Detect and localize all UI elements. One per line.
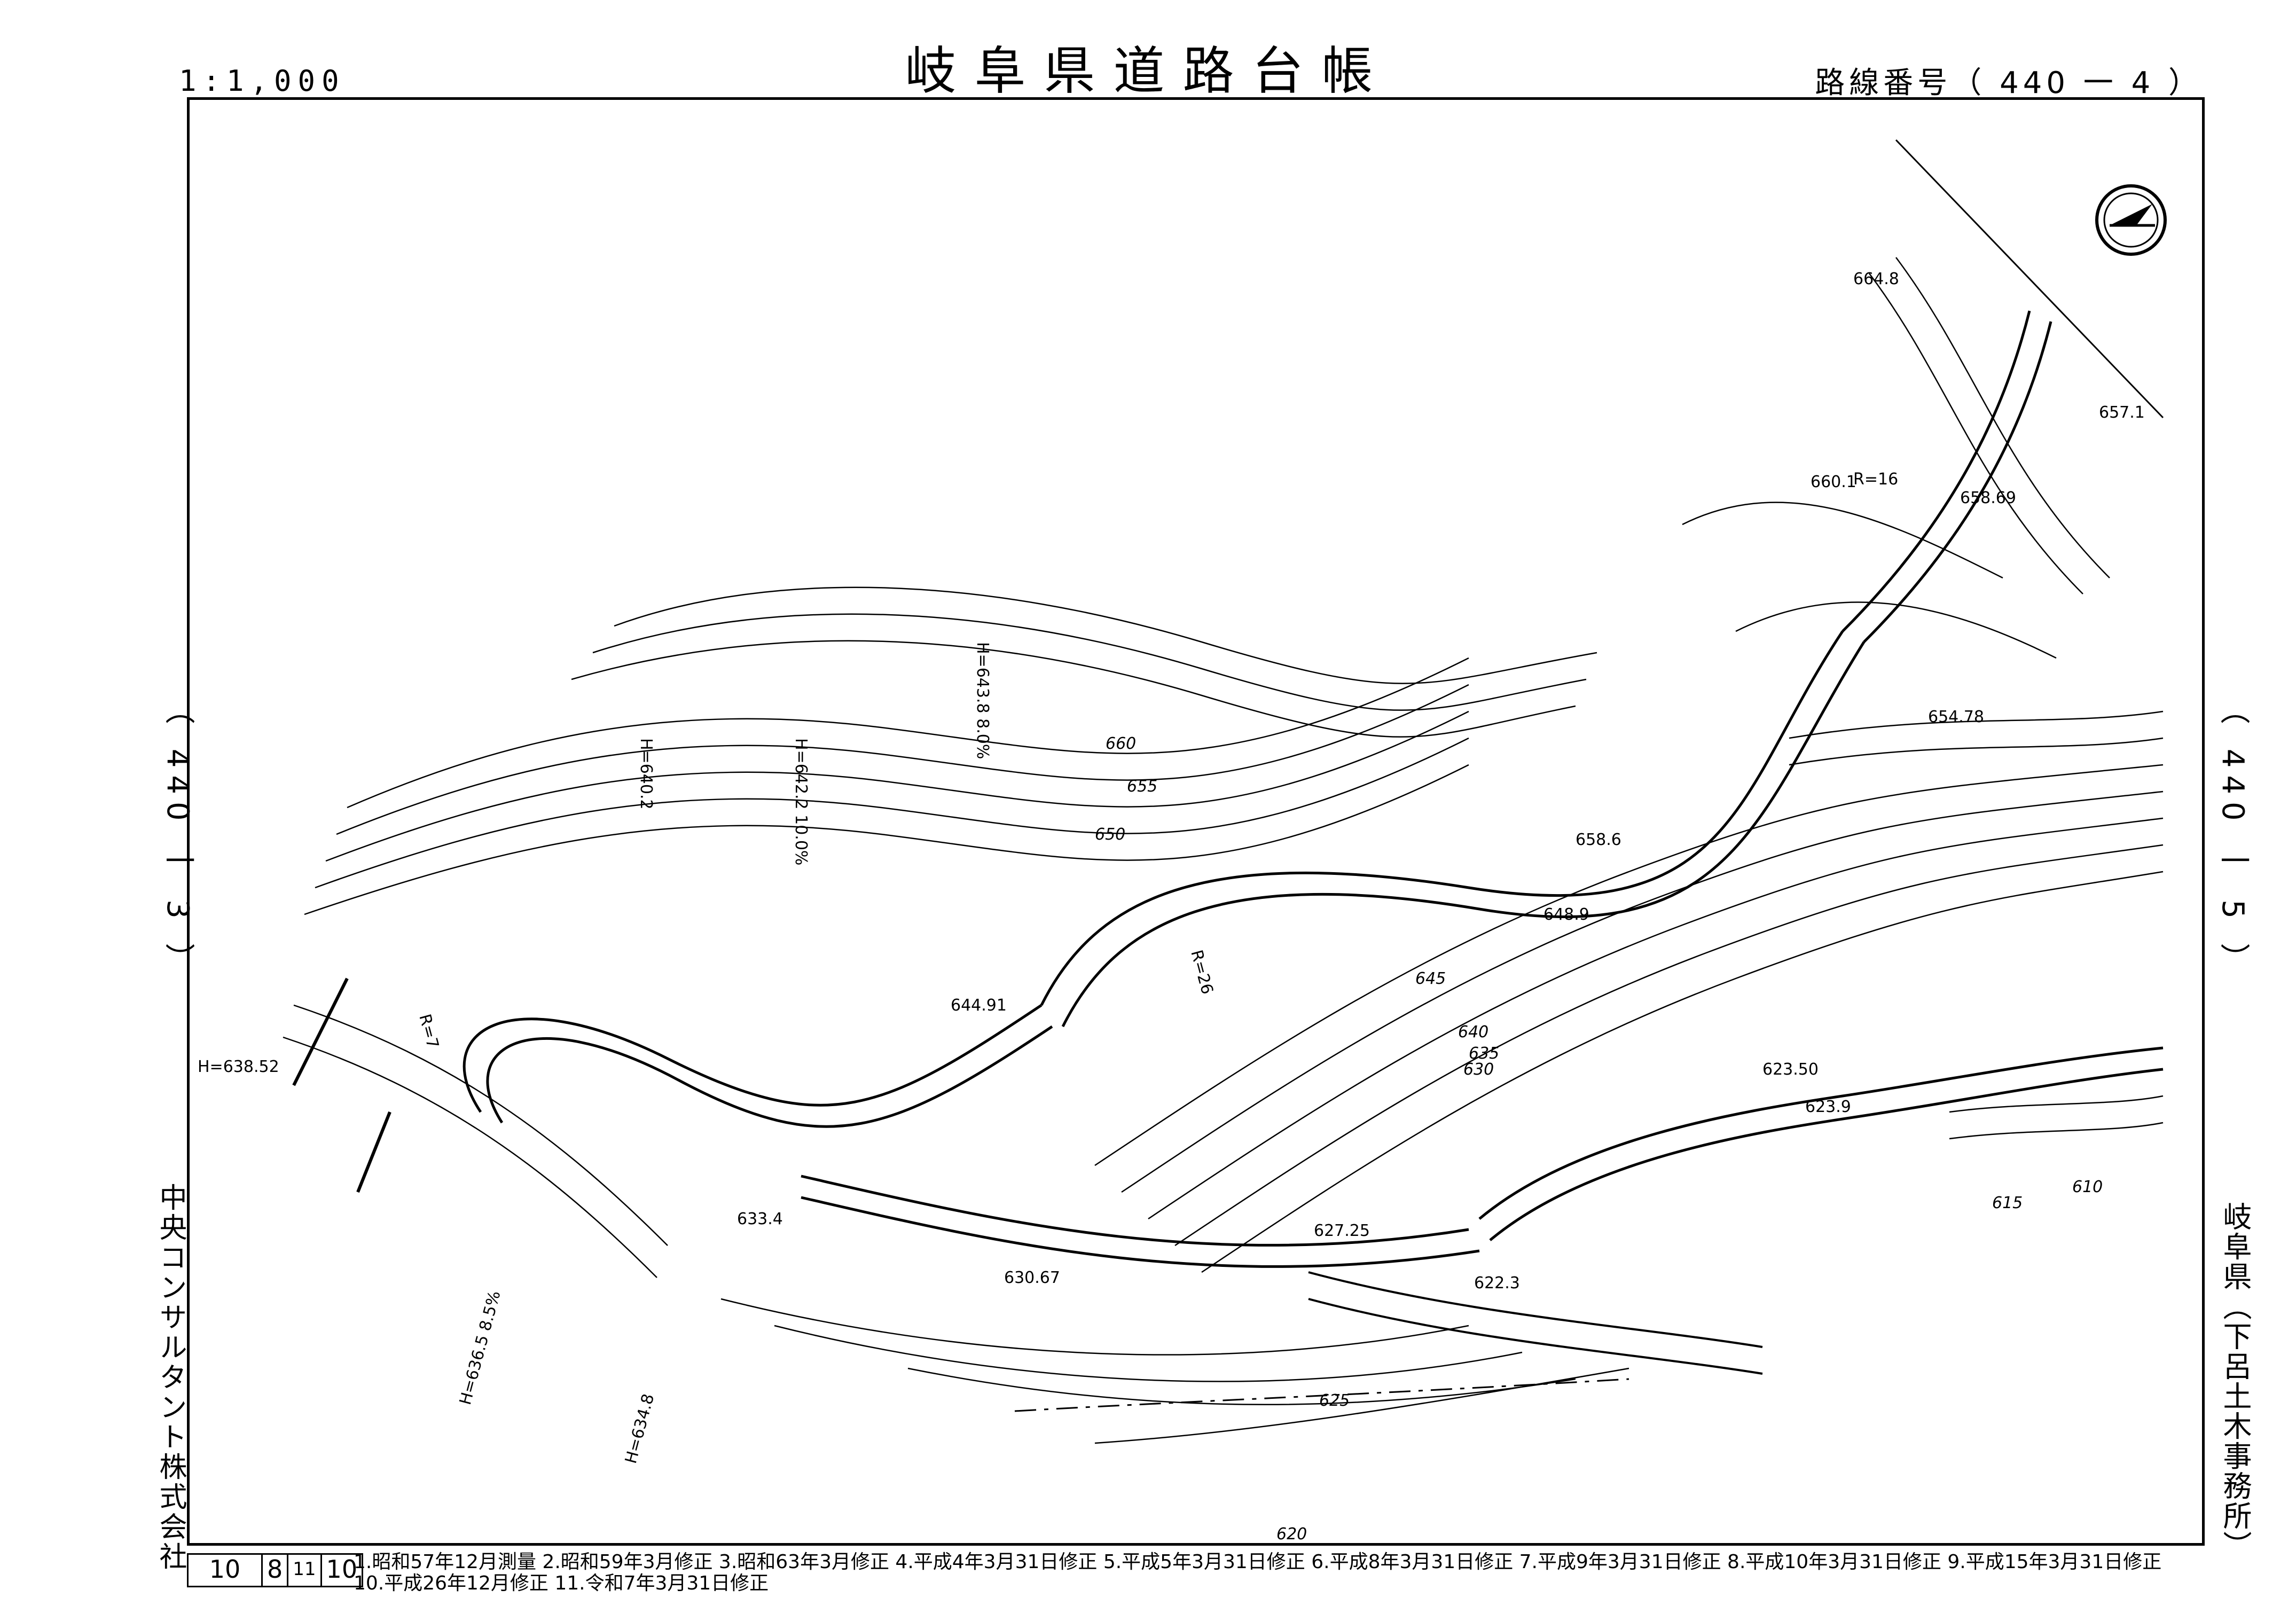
company-name: 中央コンサルタント株式会社 <box>154 1183 186 1572</box>
contour-label: 625 <box>1319 1391 1350 1410</box>
grade-label: H=634.8 <box>622 1392 658 1466</box>
spot-height: 660.1 <box>1811 473 1856 491</box>
h-label-left: H=638.52 <box>198 1058 279 1076</box>
spot-height: 648.9 <box>1543 905 1589 924</box>
grade-label: H=636.5 8.5% <box>456 1289 505 1407</box>
contour-label: 630 <box>1463 1060 1494 1079</box>
contour-label: 660 <box>1106 734 1136 753</box>
sheet-number: 10 <box>189 1555 263 1586</box>
curve-radius: R=26 <box>1187 948 1217 996</box>
spot-height: 658.6 <box>1576 831 1621 849</box>
contour-label: 615 <box>1992 1194 2023 1212</box>
revision-history: 1.昭和57年12月測量 2.昭和59年3月修正 3.昭和63年3月修正 4.平… <box>354 1551 2162 1594</box>
route-number: 路線番号（ 440 一 4 ） <box>1815 66 2203 100</box>
sheet-number-box: 10 8 11 10 <box>187 1553 364 1587</box>
fence-line <box>356 1111 391 1193</box>
grade-label: H=640.2 <box>637 738 655 810</box>
spot-height: 630.67 <box>1004 1268 1060 1287</box>
side-road[interactable] <box>1308 1271 1763 1348</box>
grade-label: H=642.2 10.0% <box>792 738 810 865</box>
contour-label: 645 <box>1415 969 1446 988</box>
curve-radius: R=16 <box>1853 470 1898 489</box>
contour-label: 610 <box>2072 1178 2103 1196</box>
grade-label: H=643.8 8.0% <box>973 642 992 759</box>
sheet-sub-number: 10 <box>326 1555 358 1584</box>
spot-height: 623.50 <box>1762 1060 1819 1079</box>
contour-label: 655 <box>1127 777 1157 796</box>
spot-height: 622.3 <box>1474 1274 1520 1293</box>
adjacent-sheet-right[interactable]: （ 440 一 5 ） <box>2215 694 2250 981</box>
sheet-sub-number: 8 <box>263 1555 289 1586</box>
office-name: 岐阜県（下呂土木事務所） <box>2218 1202 2252 1561</box>
contour-lines <box>283 257 2164 1444</box>
road-centerline[interactable] <box>463 310 2164 1268</box>
side-road[interactable] <box>1308 1298 1763 1375</box>
spot-height: 658.69 <box>1960 489 2016 507</box>
spot-height: 627.25 <box>1314 1221 1370 1240</box>
map-frame <box>187 97 2205 1546</box>
spot-height: 654.78 <box>1928 708 1984 726</box>
fence-line <box>292 977 349 1086</box>
spot-height: 633.4 <box>737 1210 783 1228</box>
spot-height: 664.8 <box>1853 270 1899 288</box>
dash-line <box>1014 1378 1629 1412</box>
map-scale: 1:1,000 <box>179 64 346 98</box>
contour-label: 620 <box>1276 1525 1307 1544</box>
contour-label: 635 <box>1469 1044 1499 1063</box>
curve-radius: R=7 <box>415 1012 442 1051</box>
contour-label: 640 <box>1458 1023 1488 1041</box>
boundary-line <box>1895 139 2164 419</box>
spot-height: 644.91 <box>951 996 1007 1015</box>
page-title: 岐阜県道路台帳 <box>905 41 1391 101</box>
contour-label: 650 <box>1095 825 1125 844</box>
spot-height: 657.1 <box>2099 403 2145 422</box>
north-arrow-icon <box>2095 184 2167 256</box>
sheet-sub-number: 11 <box>288 1555 322 1586</box>
spot-height: 623.9 <box>1805 1098 1851 1116</box>
